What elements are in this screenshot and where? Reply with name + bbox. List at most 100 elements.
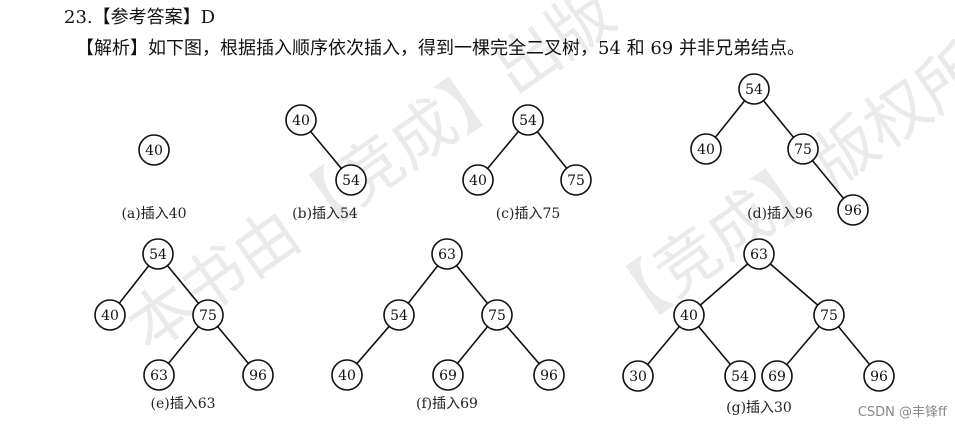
tree-b: 40 54 (b)插入54 xyxy=(285,104,367,222)
tree-edge xyxy=(309,131,343,169)
node-circle xyxy=(512,104,544,136)
node-value: 40 xyxy=(338,368,356,384)
node-circle xyxy=(743,238,775,270)
tree-node-54: 54 xyxy=(512,104,544,136)
node-circle xyxy=(383,299,415,331)
tree-edge xyxy=(118,265,150,304)
tree-node-30: 30 xyxy=(622,360,654,392)
tree-node-75: 75 xyxy=(192,299,224,331)
node-value: 40 xyxy=(697,142,715,158)
node-value: 40 xyxy=(101,308,119,324)
node-circle xyxy=(462,164,494,196)
tree-edge xyxy=(506,325,540,365)
tree-edge xyxy=(216,326,250,364)
node-value: 75 xyxy=(199,308,217,324)
node-value: 69 xyxy=(439,368,457,384)
node-value: 63 xyxy=(750,247,768,263)
node-value: 63 xyxy=(150,368,168,384)
tree-f: 63 54 75 40 69 96 (f)插入69 xyxy=(331,238,565,412)
tree-edge xyxy=(714,100,746,138)
tree-node-63: 63 xyxy=(743,238,775,270)
tree-edge xyxy=(769,263,819,306)
node-circle xyxy=(738,73,770,105)
node-circle xyxy=(138,134,170,166)
node-value: 96 xyxy=(249,368,267,384)
tree-caption: (d)插入96 xyxy=(747,206,813,222)
node-circle xyxy=(335,164,367,196)
node-value: 75 xyxy=(820,308,838,324)
tree-caption: (b)插入54 xyxy=(292,206,358,222)
node-value: 75 xyxy=(488,308,506,324)
tree-edge xyxy=(356,325,390,365)
tree-edge xyxy=(456,326,489,364)
node-value: 30 xyxy=(629,369,647,385)
tree-node-40: 40 xyxy=(331,359,363,391)
node-value: 69 xyxy=(768,369,786,385)
node-circle xyxy=(432,359,464,391)
node-circle xyxy=(837,194,869,226)
node-circle xyxy=(724,360,756,392)
tree-node-40: 40 xyxy=(138,134,170,166)
node-circle xyxy=(431,238,463,270)
node-circle xyxy=(533,359,565,391)
node-value: 40 xyxy=(469,173,487,189)
node-circle xyxy=(331,359,363,391)
tree-node-96: 96 xyxy=(533,359,565,391)
node-value: 54 xyxy=(731,369,749,385)
tree-caption: (f)插入69 xyxy=(416,396,478,412)
tree-node-54: 54 xyxy=(335,164,367,196)
tree-edge xyxy=(786,325,820,366)
tree-edge xyxy=(699,263,749,306)
node-circle xyxy=(863,360,895,392)
tree-node-40: 40 xyxy=(285,104,317,136)
answer-line: 23.【参考答案】D xyxy=(64,7,216,28)
tree-node-40: 40 xyxy=(94,299,126,331)
node-value: 40 xyxy=(292,113,310,129)
tree-node-40: 40 xyxy=(462,164,494,196)
node-circle xyxy=(690,133,722,165)
tree-edge xyxy=(837,326,871,365)
tree-d: 54 40 75 96 (d)插入96 xyxy=(690,73,869,226)
node-value: 96 xyxy=(870,369,888,385)
node-circle xyxy=(242,359,274,391)
node-value: 54 xyxy=(149,247,167,263)
node-value: 75 xyxy=(794,142,812,158)
tree-edge xyxy=(167,326,200,364)
tree-caption: (e)插入63 xyxy=(150,396,215,412)
node-circle xyxy=(622,360,654,392)
node-circle xyxy=(481,299,513,331)
tree-edge xyxy=(455,265,489,304)
tree-node-69: 69 xyxy=(761,360,793,392)
tree-node-96: 96 xyxy=(863,360,895,392)
tree-node-96: 96 xyxy=(837,194,869,226)
node-value: 54 xyxy=(390,308,408,324)
tree-e: 54 40 75 63 96 (e)插入63 xyxy=(94,238,274,412)
node-value: 40 xyxy=(680,308,698,324)
csdn-credit: CSDN @丰锋ff xyxy=(857,405,947,420)
node-circle xyxy=(673,299,705,331)
tree-node-54: 54 xyxy=(738,73,770,105)
node-value: 54 xyxy=(745,82,763,98)
tree-edge xyxy=(486,131,520,169)
node-circle xyxy=(761,360,793,392)
tree-edge xyxy=(762,100,795,138)
node-value: 54 xyxy=(342,173,360,189)
tree-node-40: 40 xyxy=(690,133,722,165)
node-circle xyxy=(787,133,819,165)
tree-node-75: 75 xyxy=(481,299,513,331)
tree-caption: (a)插入40 xyxy=(121,206,186,222)
tree-edge xyxy=(811,160,845,199)
node-circle xyxy=(560,164,592,196)
node-value: 96 xyxy=(844,203,862,219)
tree-edge xyxy=(647,325,680,366)
tree-node-54: 54 xyxy=(383,299,415,331)
node-value: 96 xyxy=(540,368,558,384)
tree-node-75: 75 xyxy=(787,133,819,165)
node-circle xyxy=(813,299,845,331)
node-circle xyxy=(192,299,224,331)
node-value: 63 xyxy=(438,247,456,263)
tree-node-69: 69 xyxy=(432,359,464,391)
